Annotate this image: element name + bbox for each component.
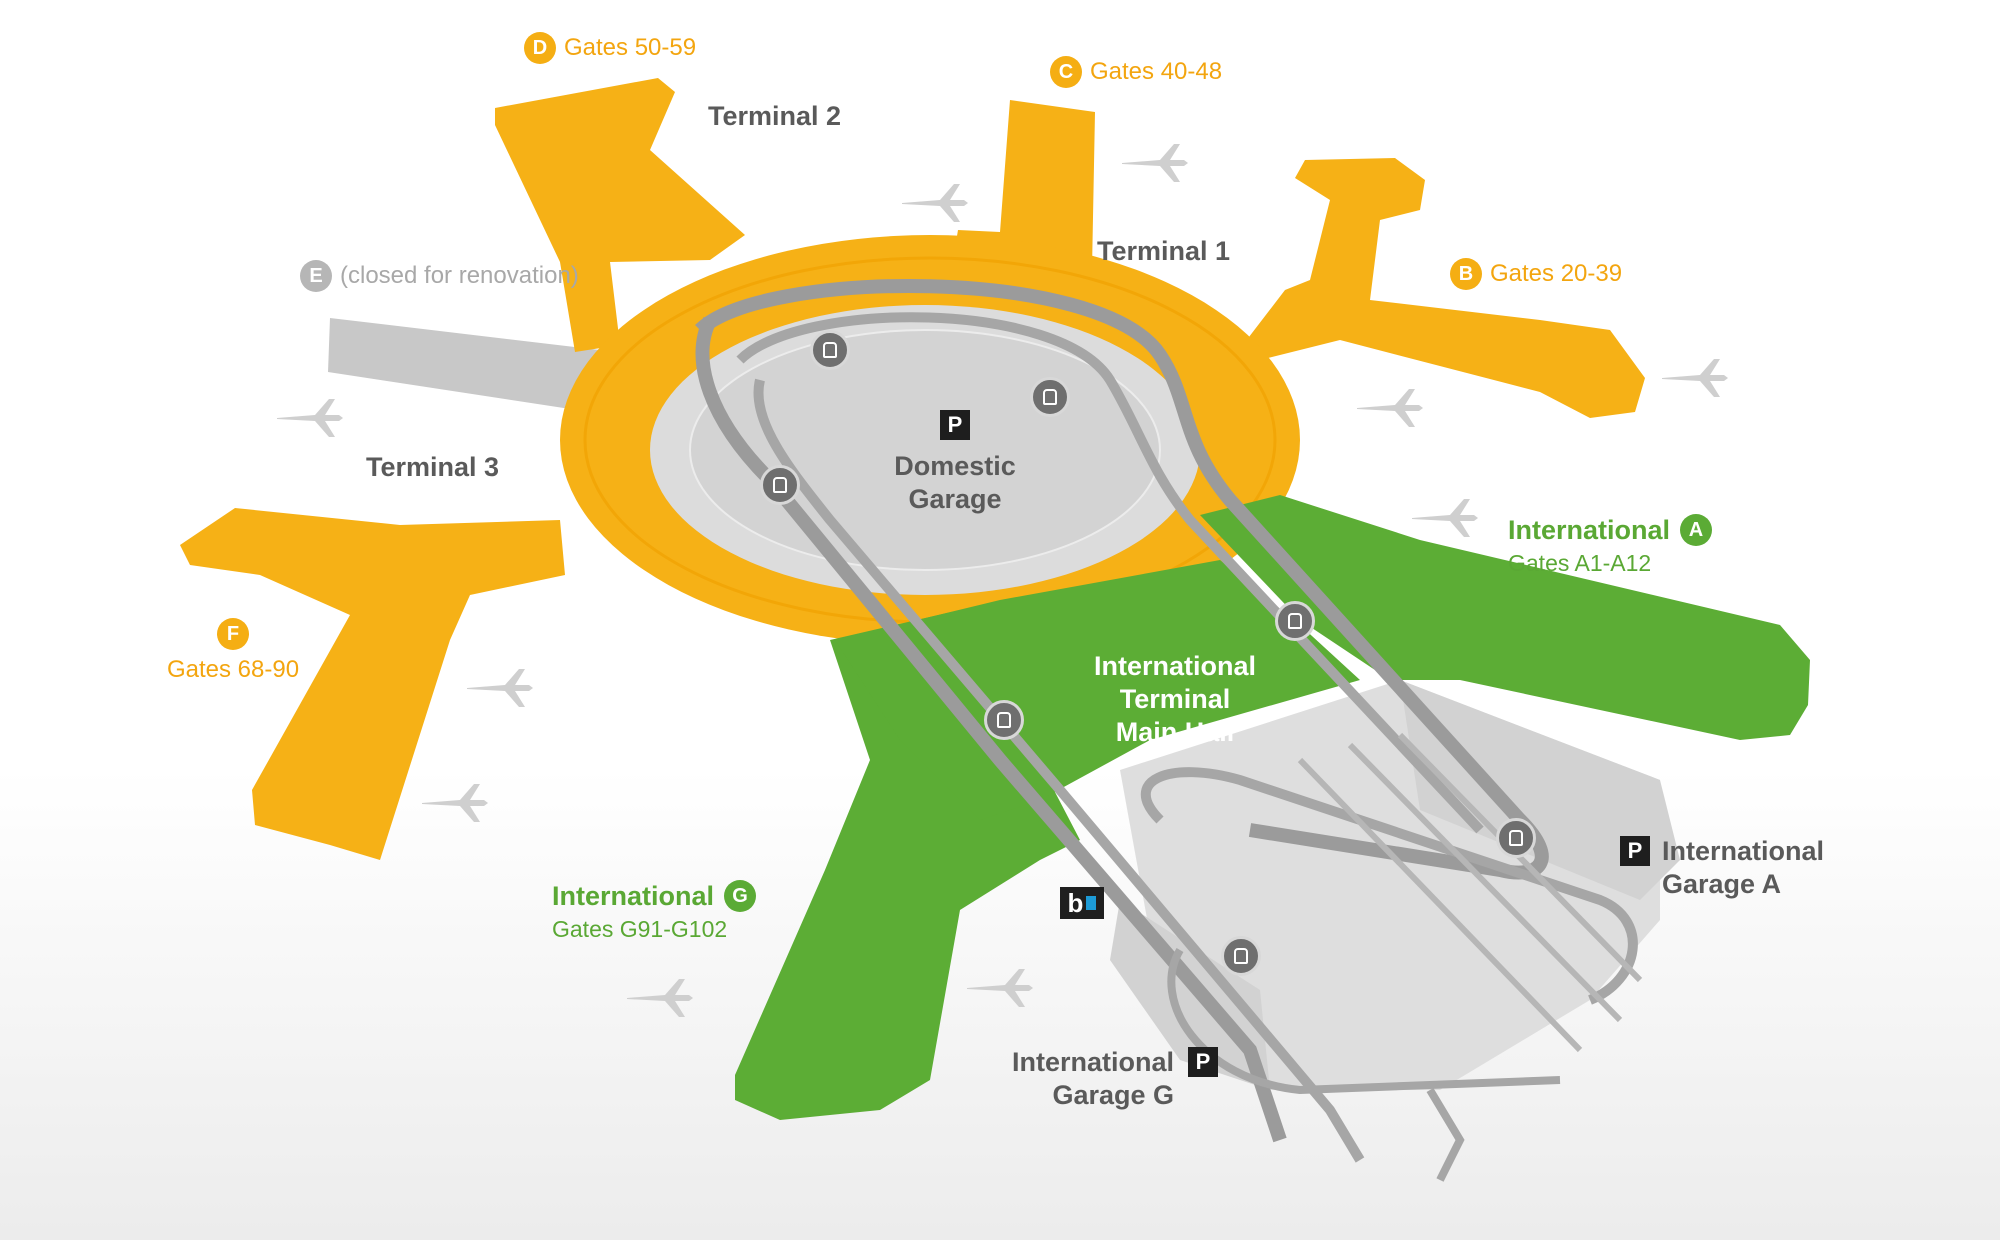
bart-icon[interactable]: b [1060,887,1104,919]
plane-icon [1122,144,1188,182]
international-garage-a-label[interactable]: P International Garage A [1620,835,1824,901]
gate-c-range: Gates 40-48 [1090,58,1223,85]
airtrain-station-icon[interactable] [1496,818,1536,858]
closed-pier-e [328,318,600,412]
gate-d-badge: D [524,32,556,64]
gate-e-label[interactable]: E (closed for renovation) [300,260,579,292]
gate-a-badge: A [1680,514,1713,546]
plane-icon [902,184,968,222]
garage-g-line2: Garage G [1052,1080,1175,1110]
gate-a-range: Gates A1-A12 [1508,550,1652,576]
gate-g-range: Gates G91-G102 [552,916,728,942]
gate-c-badge: C [1050,56,1082,88]
gate-b-label[interactable]: B Gates 20-39 [1450,258,1622,290]
airtrain-station-icon[interactable] [1275,601,1315,641]
international-main-hall [835,560,1360,820]
gate-g-label[interactable]: International G Gates G91-G102 [552,880,757,943]
international-main-hall-label[interactable]: International Terminal Main Hall [1060,650,1290,749]
airtrain-station-icon[interactable] [1030,377,1070,417]
pier-international-a [1200,495,1810,740]
parking-icon: P [940,410,970,440]
garage-a-line2: Garage A [1662,869,1782,899]
gate-f-range: Gates 68-90 [166,656,300,683]
bart-icon-letter: b [1067,888,1084,918]
pier-d [495,78,745,352]
airtrain-station-icon[interactable] [760,465,800,505]
plane-icon [1412,499,1478,537]
gate-e-badge: E [300,260,332,292]
plane-icon [627,979,693,1017]
plane-icon [277,399,343,437]
parking-icon: P [1620,836,1650,866]
garage-a-line1: International [1662,836,1825,866]
domestic-garage-line1: Domestic [894,451,1016,481]
gate-d-range: Gates 50-59 [564,34,697,61]
airtrain-station-icon[interactable] [810,330,850,370]
pier-c [950,100,1095,280]
gate-b-range: Gates 20-39 [1490,260,1623,287]
gate-a-label[interactable]: International A Gates A1-A12 [1508,514,1713,577]
gate-d-label[interactable]: D Gates 50-59 [524,32,696,64]
gate-f-label[interactable]: F Gates 68-90 [158,618,308,684]
roadway-loop [736,312,1484,834]
gate-a-title: International [1508,514,1671,545]
international-garage-g-label[interactable]: International Garage G P [1012,1046,1219,1112]
bart-icon-mark [1086,896,1097,910]
plane-icon [1357,389,1423,427]
gate-g-badge: G [724,880,757,912]
terminal-1-label[interactable]: Terminal 1 [1097,236,1231,266]
gate-b-badge: B [1450,258,1482,290]
garage-g-line1: International [1012,1047,1175,1077]
main-hall-line2: Terminal [1119,684,1231,714]
plane-icon [422,784,488,822]
airtrain-loop [695,279,1549,880]
pier-b [1170,158,1645,460]
gate-f-badge: F [217,618,249,650]
domestic-garage-label[interactable]: P Domestic Garage [880,410,1030,516]
main-hall-line3: Main Hall [1115,717,1235,747]
roadway-south [753,378,1365,1163]
airtrain-station-icon[interactable] [984,700,1024,740]
gate-c-label[interactable]: C Gates 40-48 [1050,56,1222,88]
plane-icon [467,669,533,707]
terminal-2-label[interactable]: Terminal 2 [708,101,842,131]
main-hall-line1: International [1093,651,1256,681]
gate-e-status: (closed for renovation) [340,262,579,289]
pier-f [180,508,565,860]
parking-icon: P [1188,1047,1219,1077]
gate-g-title: International [552,880,715,911]
plane-icon [967,969,1033,1007]
plane-icon [1662,359,1728,397]
domestic-garage-line2: Garage [908,484,1002,514]
airtrain-station-icon[interactable] [1221,936,1261,976]
terminal-3-label[interactable]: Terminal 3 [366,452,500,482]
